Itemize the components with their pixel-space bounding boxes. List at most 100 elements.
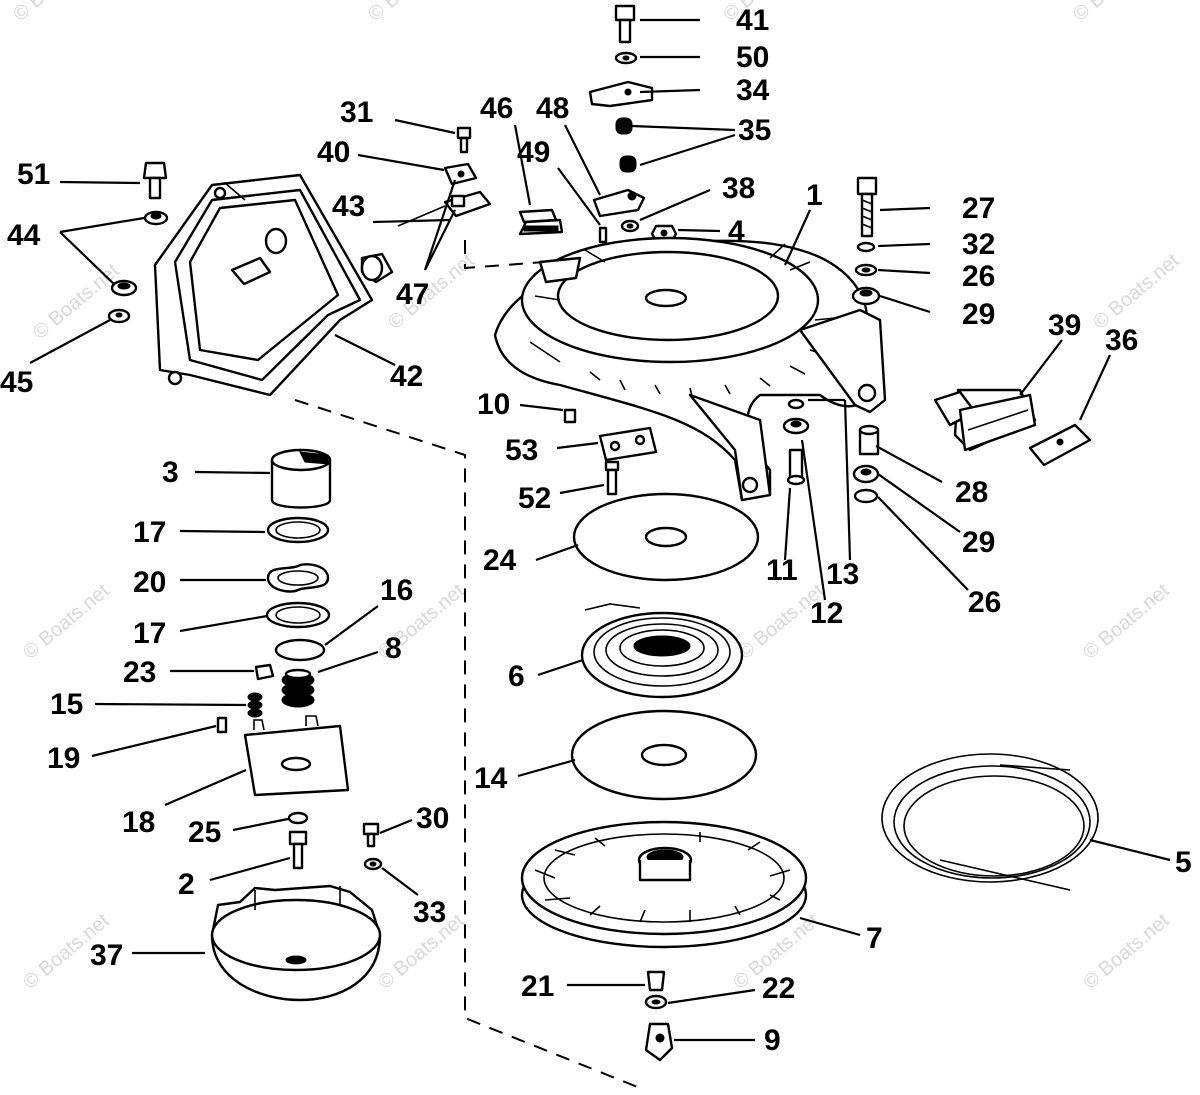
- part-48-arm: [592, 188, 646, 218]
- part-23-block: [254, 663, 275, 681]
- part-47-link: [397, 190, 492, 227]
- callout-9: 9: [764, 1024, 781, 1057]
- part-22-washer: [644, 994, 668, 1010]
- callout-17-lower: 17: [133, 617, 166, 650]
- callout-7: 7: [866, 922, 883, 955]
- part-51-bolt: [142, 161, 168, 200]
- callout-11: 11: [766, 554, 798, 587]
- part-43-knob: [360, 252, 394, 284]
- callout-39: 39: [1048, 309, 1081, 342]
- callout-21: 21: [521, 970, 554, 1003]
- part-12-bushing: [782, 417, 810, 435]
- part-38-washer: [620, 219, 640, 233]
- part-45-washer: [107, 308, 131, 324]
- part-41-bolt: [614, 4, 636, 44]
- part-26-washer-top: [854, 263, 878, 277]
- part-20-wave-washer: [266, 563, 330, 593]
- callout-34: 34: [736, 74, 770, 107]
- callout-50: 50: [736, 41, 769, 74]
- callout-1: 1: [806, 179, 823, 212]
- callout-5: 5: [1175, 846, 1192, 879]
- watermark-5: © Boats.net: [29, 259, 124, 343]
- part-18-plate: [243, 715, 350, 797]
- callout-17-top: 17: [133, 516, 166, 549]
- part-24-plate: [572, 492, 760, 582]
- part-36-insert: [1028, 423, 1092, 467]
- callout-8: 8: [385, 632, 402, 665]
- callout-48: 48: [536, 92, 569, 125]
- watermark-12: © Boats.net: [1079, 579, 1174, 663]
- callout-25: 25: [188, 816, 221, 849]
- part-28-spacer: [858, 424, 880, 456]
- part-21-screw: [646, 970, 666, 992]
- callout-44: 44: [7, 219, 41, 252]
- part-7-pulley: [520, 820, 808, 949]
- callout-22: 22: [762, 972, 795, 1005]
- callout-28: 28: [955, 476, 988, 509]
- part-31-screw: [456, 126, 472, 154]
- callout-49: 49: [517, 136, 550, 169]
- callout-19: 19: [47, 742, 80, 775]
- callout-16: 16: [380, 574, 413, 607]
- part-26-washer-lower: [853, 488, 879, 504]
- assembly-guide-lines: [294, 240, 641, 1089]
- part-34-bracket: [588, 80, 654, 108]
- callout-10: 10: [477, 388, 510, 421]
- callout-53: 53: [505, 434, 538, 467]
- callout-23: 23: [123, 656, 156, 689]
- part-6-spring: [580, 603, 744, 699]
- part-40-clip: [443, 162, 478, 186]
- part-29-bushing-lower: [852, 464, 880, 484]
- callout-26-top: 26: [962, 260, 995, 293]
- part-19-pin: [216, 716, 228, 734]
- callout-36: 36: [1105, 324, 1138, 357]
- callout-15: 15: [50, 688, 83, 721]
- watermark-16: © Boats.net: [1079, 909, 1174, 993]
- callout-42: 42: [390, 360, 423, 393]
- part-1-starter-housing: [493, 236, 887, 502]
- callout-52: 52: [518, 482, 551, 515]
- callout-47: 47: [396, 278, 429, 311]
- callout-35: 35: [738, 114, 771, 147]
- part-16-ring: [274, 638, 326, 662]
- callout-20: 20: [133, 566, 166, 599]
- callout-6: 6: [508, 660, 525, 693]
- part-35-springs: [615, 117, 637, 173]
- part-17-ring-top: [266, 516, 330, 544]
- callout-41: 41: [736, 4, 769, 37]
- part-39-handle: [933, 388, 1037, 452]
- part-50-washer: [614, 51, 638, 65]
- part-14-plate: [570, 709, 758, 801]
- part-11-pin: [786, 448, 806, 486]
- callout-37: 37: [90, 939, 123, 972]
- part-8-spring: [281, 668, 315, 708]
- part-49-pin: [598, 226, 608, 244]
- part-44-grommets: [110, 210, 169, 297]
- part-9-arm: [644, 1022, 674, 1062]
- callout-40: 40: [317, 136, 350, 169]
- callout-12: 12: [810, 597, 843, 630]
- callout-24: 24: [483, 544, 517, 577]
- callout-18: 18: [122, 806, 155, 839]
- callout-33: 33: [413, 896, 446, 929]
- part-29-bushing-top: [851, 286, 881, 306]
- part-2-bolt: [288, 830, 308, 870]
- callout-29-top: 29: [962, 298, 995, 331]
- callout-14: 14: [474, 762, 508, 795]
- callout-2: 2: [178, 868, 195, 901]
- part-10-screw: [563, 408, 577, 424]
- part-52-screw: [604, 460, 620, 496]
- part-46-pawl: [518, 208, 564, 236]
- leader-lines: [29, 18, 1171, 1042]
- part-27-bolt: [856, 176, 878, 238]
- watermark-1: © Boats.net: [9, 0, 104, 26]
- part-25-washer: [287, 811, 309, 825]
- callout-38: 38: [722, 172, 755, 205]
- part-32-washer: [856, 241, 876, 253]
- part-3-bushing: [270, 448, 332, 509]
- part-42-cover: [153, 173, 374, 397]
- part-13-washer: [787, 398, 805, 410]
- watermark-4: © Boats.net: [1069, 0, 1164, 26]
- part-15-spring: [247, 692, 263, 718]
